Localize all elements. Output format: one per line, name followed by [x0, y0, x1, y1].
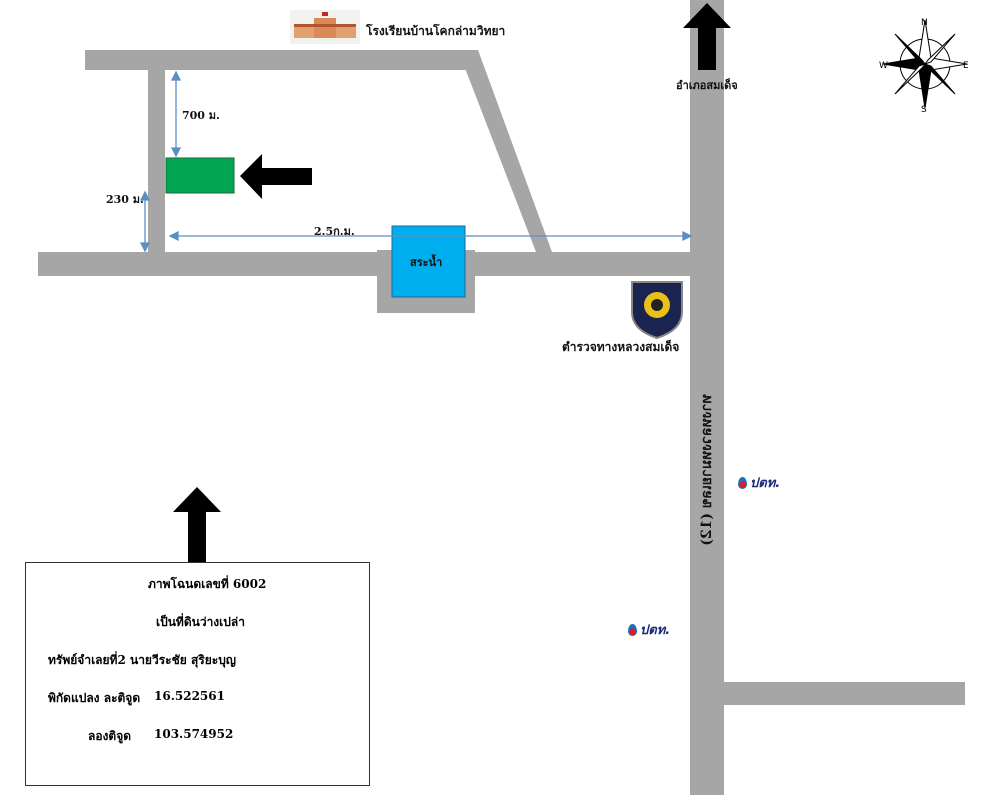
ptt-drop-icon	[738, 476, 747, 489]
highway-label: ทางหลวงหมายเลข (12)	[699, 394, 715, 546]
deed-lat: 16.522561	[154, 689, 225, 703]
deed-lon-label: ลองติจูด	[88, 729, 132, 743]
road-right-branch	[722, 682, 965, 705]
pond-label: สระน้ำ	[410, 256, 443, 269]
police-badge-icon	[631, 281, 683, 340]
land-plot	[165, 157, 235, 194]
pond	[391, 225, 466, 298]
highway-12	[690, 0, 724, 795]
compass-rose-icon	[882, 19, 968, 109]
road-left-vertical	[148, 68, 165, 252]
distance-230-label: 230 ม.	[106, 193, 144, 206]
distance-700-label: 700 ม.	[182, 109, 220, 122]
school-label: โรงเรียนบ้านโคกล่ามวิทยา	[366, 24, 506, 38]
deed-lat-label: พิกัดแปลง ละติจูด	[48, 691, 141, 705]
deed-info-box: ภาพโฉนดเลขที่ 6002 เป็นที่ดินว่างเปล่า ท…	[25, 562, 370, 786]
deed-status: เป็นที่ดินว่างเปล่า	[156, 615, 245, 629]
ptt-station-2: ปตท.	[628, 619, 670, 640]
compass-w: W	[879, 61, 888, 71]
deed-title: ภาพโฉนดเลขที่ 6002	[148, 577, 267, 591]
school-icon	[290, 10, 360, 44]
compass-n: N	[921, 18, 928, 28]
ptt-station-1: ปตท.	[738, 472, 780, 493]
compass-s: S	[921, 105, 927, 115]
ptt-drop-icon	[628, 623, 637, 636]
road-diagonal	[458, 50, 552, 252]
deed-asset: ทรัพย์จำเลยที่2 นายวีระชัย สุริยะบุญ	[48, 653, 237, 667]
ptt-label: ปตท.	[750, 476, 781, 491]
ptt-label: ปตท.	[640, 623, 671, 638]
arrow-left-to-plot	[240, 154, 312, 199]
deed-lon: 103.574952	[154, 727, 234, 741]
arrow-up-district	[683, 3, 731, 70]
arrow-up-info	[173, 487, 221, 562]
compass-e: E	[963, 61, 969, 71]
road-top	[85, 50, 475, 70]
district-label: อำเภอสมเด็จ	[676, 79, 738, 92]
police-label: ตำรวจทางหลวงสมเด็จ	[562, 340, 680, 354]
road-bottom	[38, 252, 710, 276]
distance-2-5km-label: 2.5ก.ม.	[314, 225, 355, 238]
